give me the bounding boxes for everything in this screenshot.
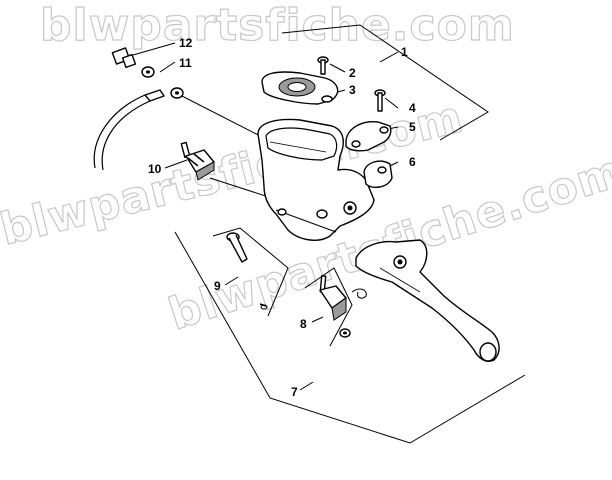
- bracket-9: [212, 227, 289, 317]
- callout-6: 6: [409, 155, 416, 169]
- callout-1: 1: [401, 45, 408, 59]
- callout-10: 10: [148, 162, 162, 176]
- master-cylinder-body: [257, 118, 375, 241]
- lever-adjuster: [319, 275, 367, 338]
- pivot-pin: [226, 232, 268, 310]
- brake-light-switch: [180, 141, 215, 181]
- callout-8: 8: [300, 317, 307, 331]
- brake-lever: [355, 239, 500, 362]
- banjo-bolt: [111, 47, 137, 69]
- brake-hose: [93, 89, 165, 171]
- callout-3: 3: [349, 83, 356, 97]
- callout-7: 7: [291, 385, 298, 399]
- watermark-text-top: blwpartsfiche.com: [40, 0, 515, 51]
- callout-5: 5: [409, 120, 416, 134]
- handlebar-clamp: [345, 121, 392, 152]
- group-bracket-7: [174, 231, 526, 444]
- callout-2: 2: [349, 66, 356, 80]
- cover-screw: [317, 56, 329, 75]
- clamp-bolt: [374, 89, 386, 112]
- sealing-washers: [141, 66, 184, 99]
- group-bracket-1: [281, 24, 489, 141]
- clamp-half: [363, 160, 393, 189]
- callout-11: 11: [179, 56, 192, 70]
- callout-12: 12: [179, 36, 193, 50]
- callout-4: 4: [409, 101, 416, 115]
- reservoir-cover: [261, 71, 339, 105]
- callout-labels: 1 2 3 4 5 6 7 8 9 10 11 12: [148, 36, 416, 399]
- callout-9: 9: [214, 279, 221, 293]
- bracket-8: [304, 267, 353, 347]
